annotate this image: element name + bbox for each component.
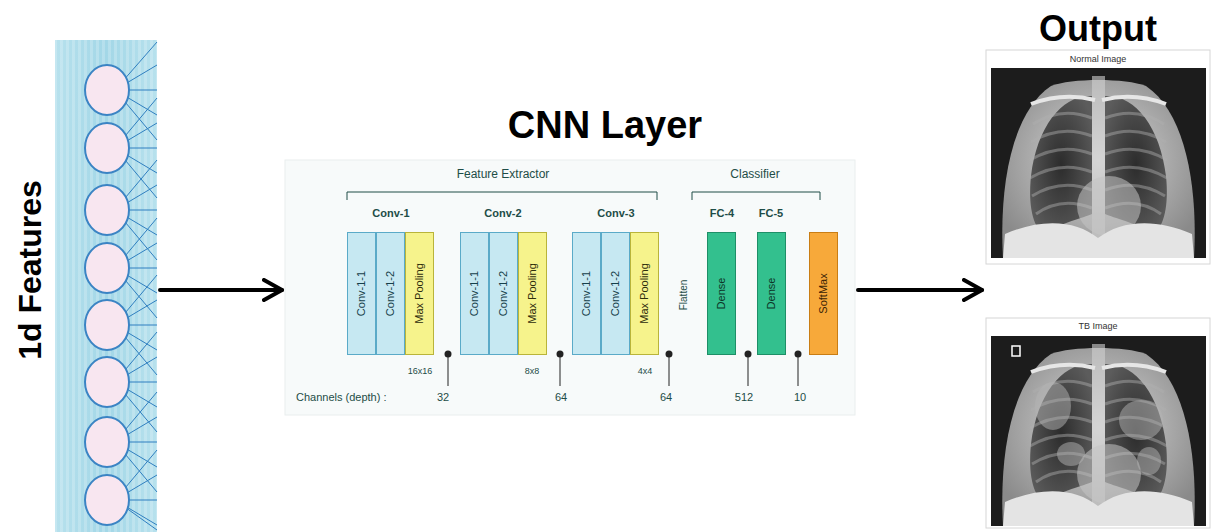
layer-name: Max Pooling <box>527 263 538 324</box>
marker-dot <box>445 351 452 358</box>
channel-markers <box>448 354 798 386</box>
marker-dot <box>557 351 564 358</box>
output-group: OutputNormal Image TB Image <box>985 5 1211 530</box>
film-marker <box>1012 346 1020 356</box>
channel-count: 64 <box>555 391 567 404</box>
lesion <box>1035 382 1071 430</box>
conv-layer-box: Conv-1-1 <box>460 232 489 355</box>
dense-layer-box: Dense <box>757 232 786 355</box>
neuron <box>85 300 129 350</box>
tb-lesions <box>1035 382 1163 475</box>
neuron <box>85 357 129 407</box>
pooling-layer-box: Max Pooling <box>518 232 547 355</box>
band-texture <box>55 40 157 532</box>
feature-band <box>55 40 157 532</box>
block-heading: Conv-3 <box>597 207 634 220</box>
channel-count: 32 <box>437 391 449 404</box>
layer-name: Conv-1-2 <box>385 271 396 316</box>
feature-map-size: 8x8 <box>525 366 540 376</box>
band-heading: 1d Features <box>14 180 46 360</box>
image-frame <box>986 318 1210 528</box>
dense-layer-box: Dense <box>707 232 736 355</box>
neuron <box>85 185 129 235</box>
layer-name: SoftMax <box>818 273 829 313</box>
section-bracket <box>347 192 820 200</box>
feature-map-size: 4x4 <box>638 366 653 376</box>
block-heading: Conv-1 <box>372 207 409 220</box>
conv-layer-box: Conv-1-1 <box>572 232 601 355</box>
neuron <box>85 243 129 293</box>
marker-line <box>748 354 749 386</box>
flow-arrow <box>858 288 982 292</box>
channel-count: 10 <box>794 391 806 404</box>
conv-layer-box: Conv-1-2 <box>601 232 630 355</box>
cnn-layer-panel: CNN LayerConv-1-1Conv-1-2Max PoolingConv… <box>285 160 855 415</box>
block-heading: Conv-2 <box>484 207 521 220</box>
flow-arrow <box>160 288 282 292</box>
image-title: Normal Image <box>1070 55 1127 64</box>
normal-xray <box>991 68 1206 258</box>
image-title: TB Image <box>1078 322 1117 331</box>
pooling-layer-box: Max Pooling <box>630 232 659 355</box>
channels-caption: Channels (depth) : <box>296 391 387 404</box>
layer-name: Conv-1-2 <box>498 271 509 316</box>
cnn-panel-background <box>285 160 855 415</box>
marker-line <box>560 354 561 386</box>
neuron <box>85 65 129 115</box>
marker-line <box>798 354 799 386</box>
marker-dot <box>745 351 752 358</box>
pooling-layer-box: Max Pooling <box>405 232 434 355</box>
conv-layer-box: Conv-1-2 <box>376 232 405 355</box>
neuron <box>85 123 129 173</box>
conv-layer-box: Conv-1-1 <box>347 232 376 355</box>
neuron <box>85 475 129 525</box>
layer-name: Conv-1-1 <box>469 271 480 316</box>
marker-line <box>448 354 449 386</box>
output-title: Output <box>1039 11 1157 47</box>
neuron-circles <box>85 65 129 525</box>
conv-layer-box: Conv-1-2 <box>489 232 518 355</box>
layer-name: Conv-1-2 <box>610 271 621 316</box>
block-heading: FC-4 <box>710 207 734 220</box>
channel-count: 512 <box>735 391 753 404</box>
neuron <box>85 417 129 467</box>
flatten-label: Flatten <box>678 280 690 311</box>
lesion <box>1137 447 1161 475</box>
image-frame <box>986 50 1210 264</box>
layer-name: Dense <box>766 278 777 310</box>
layer-name: Dense <box>716 278 727 310</box>
layer-name: Conv-1-1 <box>356 271 367 316</box>
marker-dot <box>666 351 673 358</box>
softmax-layer-box: SoftMax <box>809 232 838 355</box>
layer-name: Max Pooling <box>414 263 425 324</box>
panel-title: CNN Layer <box>508 106 702 144</box>
feature-map-size: 16x16 <box>408 366 433 376</box>
layer-name: Conv-1-1 <box>581 271 592 316</box>
marker-dot <box>795 351 802 358</box>
input-feature-band: 1d Features <box>55 40 157 532</box>
output-image-frame: TB Image <box>986 318 1210 528</box>
layer-name: Max Pooling <box>639 263 650 324</box>
tb-xray <box>991 336 1206 526</box>
block-heading: FC-5 <box>759 207 783 220</box>
output-image-frame: Normal Image <box>986 50 1210 264</box>
section-label: Feature Extractor <box>457 168 550 182</box>
lesion <box>1119 400 1163 440</box>
section-label: Classifier <box>730 168 779 182</box>
marker-line <box>669 354 670 386</box>
lesion <box>1057 442 1085 466</box>
channel-count: 64 <box>660 391 672 404</box>
